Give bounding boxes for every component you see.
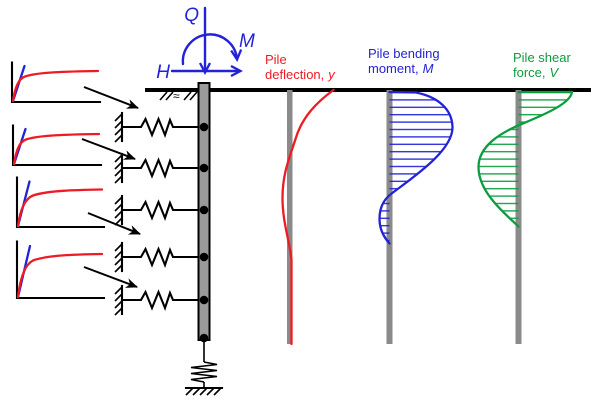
moment-region-hatch: [379, 92, 453, 244]
deflection-diagram: Pile deflection,y: [265, 52, 336, 346]
soil-spring: [113, 111, 200, 144]
py-axes: [15, 240, 106, 300]
py-axes: [15, 176, 106, 229]
pile-nodes: [199, 122, 209, 343]
py-plot-4: [15, 240, 106, 300]
shear-region-hatch: [478, 92, 572, 227]
axial-load-label: Q: [184, 5, 199, 26]
py-curve: [16, 252, 104, 299]
transfer-arrow: [87, 212, 141, 235]
transfer-arrow: [81, 138, 136, 160]
py-to-spring-arrows: [81, 86, 141, 288]
shear-curve: [477, 90, 574, 228]
shear-label: Pile shear force,V: [513, 50, 574, 80]
soil-spring: [113, 152, 200, 185]
deflection-label: Pile deflection,y: [265, 52, 336, 82]
soil-spring: [113, 194, 200, 227]
moment-curve: [378, 90, 454, 245]
transfer-arrow: [83, 86, 139, 109]
moment-label: Pile bending moment,M: [368, 46, 443, 76]
py-plot-3: [15, 176, 106, 229]
shear-force-diagram: Pile shear force,V: [477, 50, 574, 344]
ground-surface-marks: ≈: [159, 89, 198, 103]
py-axes: [11, 124, 103, 167]
py-curve: [16, 188, 104, 228]
py-plot-1: [10, 61, 102, 104]
ground-surface-approx-glyph: ≈: [173, 89, 180, 103]
lateral-load-label: H: [156, 62, 170, 83]
moment-load-label: M: [239, 31, 255, 52]
pile-model: [113, 82, 224, 396]
result-pile: [287, 90, 293, 344]
bending-moment-diagram: Pile bending moment,M: [368, 46, 454, 344]
pile-head-loads: Q M H: [156, 5, 255, 83]
py-curve: [11, 69, 100, 103]
py-plot-2: [11, 124, 103, 167]
soil-spring: [113, 284, 200, 317]
moment-arc-arrow: [181, 33, 237, 66]
transfer-arrow: [83, 266, 138, 288]
base-spring: [184, 340, 224, 396]
py-axes: [10, 61, 102, 104]
py-curve: [12, 132, 101, 166]
deflection-curve: [281, 88, 335, 346]
soil-spring: [113, 241, 200, 274]
